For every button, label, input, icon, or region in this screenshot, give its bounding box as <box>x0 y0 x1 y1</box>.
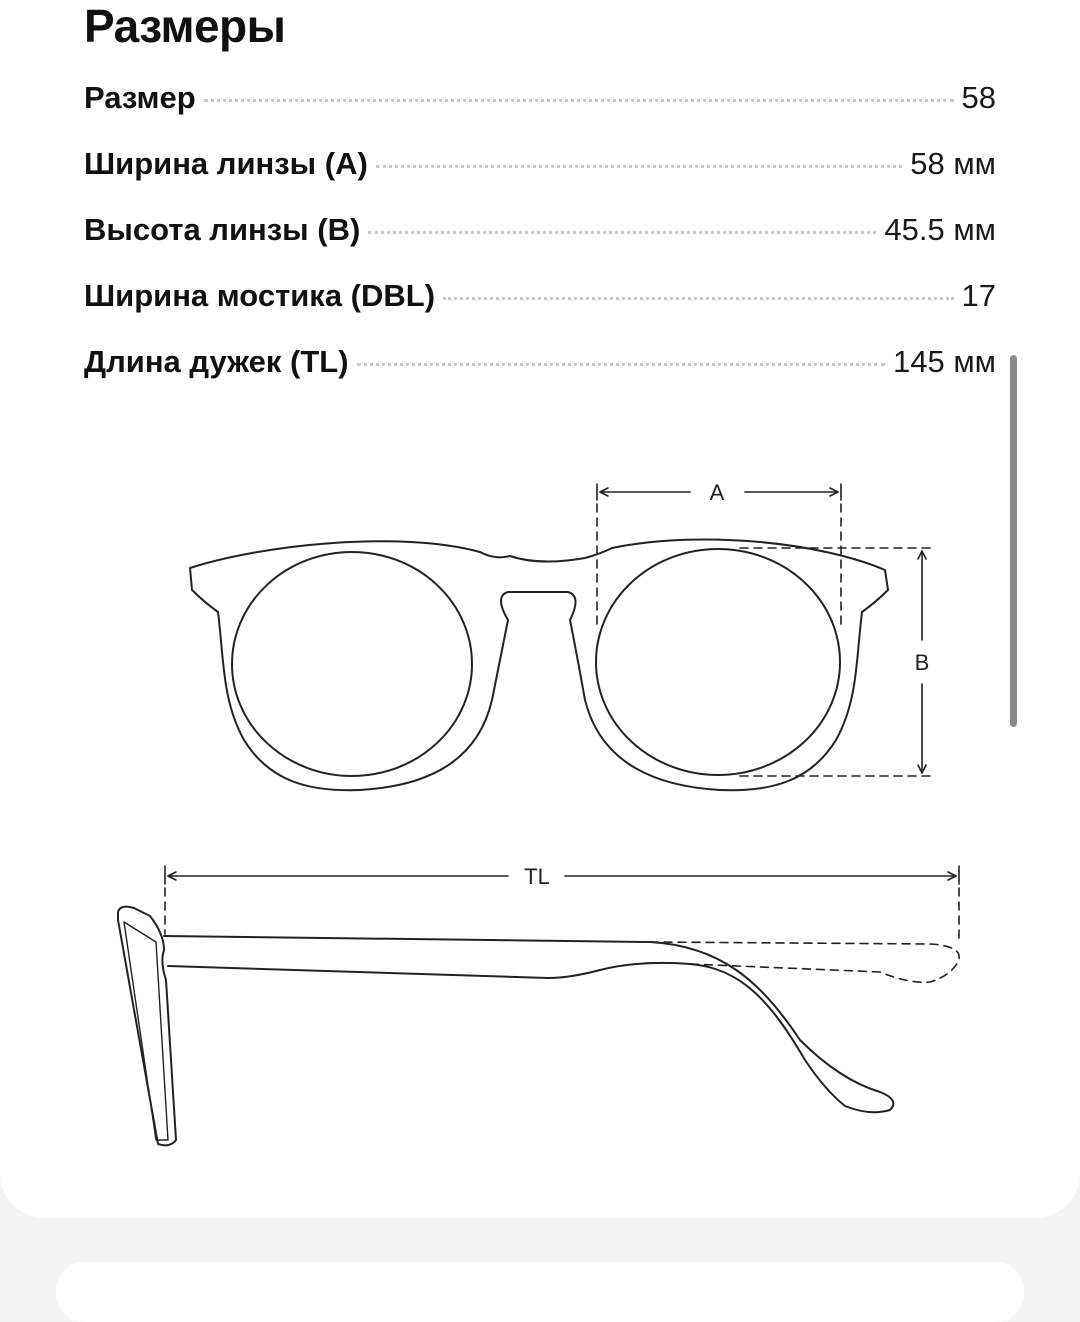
spec-value: 58 мм <box>910 146 996 181</box>
specs-list: Размер 58 Ширина линзы (A) 58 мм Высота … <box>84 80 996 410</box>
spec-value: 58 <box>961 80 996 115</box>
dimension-tl <box>164 865 960 945</box>
section-title: Размеры <box>84 0 286 52</box>
spec-label: Высота линзы (B) <box>84 212 361 247</box>
spec-label: Длина дужек (TL) <box>84 344 349 379</box>
spec-row-size: Размер 58 <box>84 80 996 146</box>
glasses-diagram: A B TL <box>117 480 960 1147</box>
dot-leader <box>356 363 886 366</box>
label-a: A <box>710 480 725 505</box>
dot-leader <box>368 231 877 234</box>
side-lens <box>123 921 169 1141</box>
spec-value: 17 <box>961 278 996 313</box>
side-temple <box>163 935 895 1114</box>
dot-leader <box>203 99 954 102</box>
spec-row-lens-width: Ширина линзы (A) 58 мм <box>84 146 996 212</box>
spec-row-temple-length: Длина дужек (TL) 145 мм <box>84 344 996 410</box>
spec-label: Ширина мостика (DBL) <box>84 278 436 313</box>
left-lens <box>231 551 473 777</box>
spec-label: Размер <box>84 80 196 115</box>
label-tl: TL <box>524 864 550 889</box>
spec-value: 145 мм <box>893 344 996 379</box>
dot-leader <box>375 165 903 168</box>
dimension-b <box>739 547 933 777</box>
label-b: B <box>915 650 930 675</box>
spec-value: 45.5 мм <box>884 212 996 247</box>
dot-leader <box>443 297 954 300</box>
right-lens <box>595 548 841 776</box>
spec-row-lens-height: Высота линзы (B) 45.5 мм <box>84 212 996 278</box>
side-frame-front <box>117 905 177 1147</box>
side-temple-dashed <box>649 941 960 984</box>
next-card <box>56 1262 1024 1322</box>
sizes-card: Размеры Размер 58 Ширина линзы (A) 58 мм… <box>0 0 1080 1218</box>
dimension-a <box>596 483 842 629</box>
spec-row-bridge-width: Ширина мостика (DBL) 17 <box>84 278 996 344</box>
scrollbar[interactable] <box>1010 355 1017 727</box>
front-frame-outline <box>189 538 889 792</box>
spec-label: Ширина линзы (A) <box>84 146 368 181</box>
